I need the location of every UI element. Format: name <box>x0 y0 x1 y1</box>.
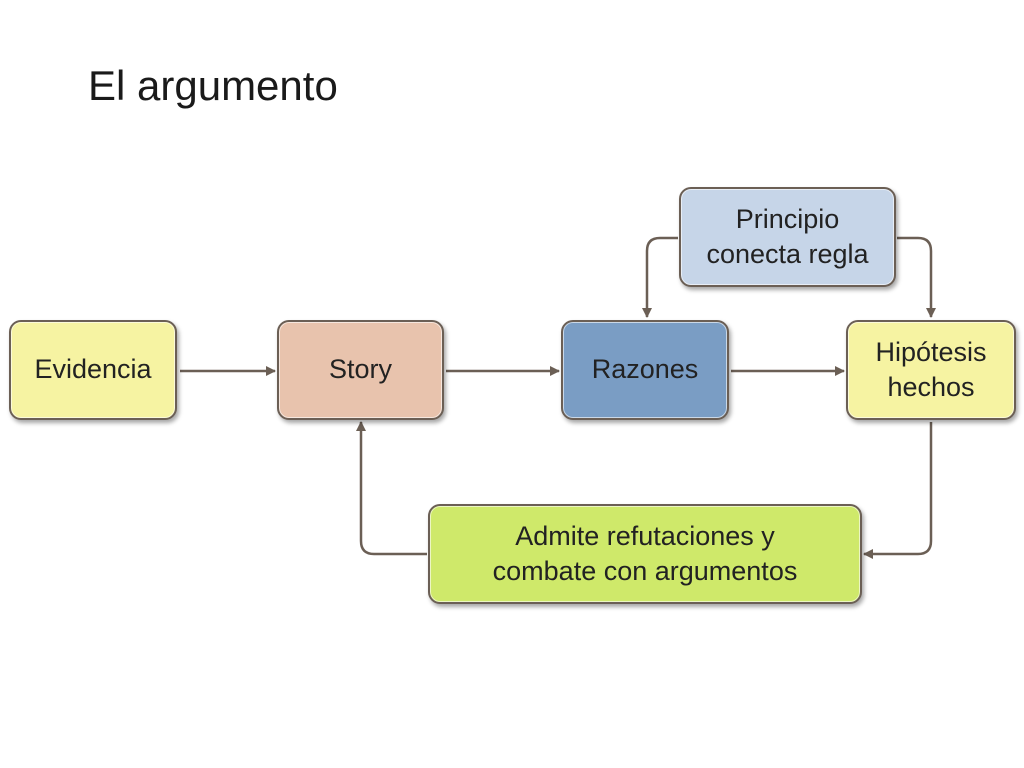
node-principio: Principio conecta regla <box>679 187 896 287</box>
node-hipotesis: Hipótesis hechos <box>846 320 1016 420</box>
node-principio-line1: Principio <box>735 203 840 234</box>
node-story-label: Story <box>328 354 393 385</box>
arrow-principio-to-hipotesis <box>897 236 936 318</box>
node-evidencia-label: Evidencia <box>34 354 152 385</box>
node-razones-label: Razones <box>591 354 699 385</box>
node-razones: Razones <box>561 320 729 420</box>
arrow-hipotesis-to-admite <box>863 422 933 559</box>
arrow-admite-to-story <box>356 421 427 556</box>
node-hipotesis-line1: Hipótesis <box>875 336 987 367</box>
node-admite: Admite refutaciones y combate con argume… <box>428 504 862 604</box>
arrow-principio-to-razones <box>642 236 678 318</box>
node-admite-line1: Admite refutaciones y <box>515 520 775 551</box>
node-admite-line2: combate con argumentos <box>492 556 798 586</box>
node-hipotesis-line2: hechos <box>887 372 975 402</box>
page-title: El argumento <box>88 62 338 109</box>
node-principio-line2: conecta regla <box>706 239 869 269</box>
node-evidencia: Evidencia <box>9 320 177 420</box>
node-story: Story <box>277 320 444 420</box>
